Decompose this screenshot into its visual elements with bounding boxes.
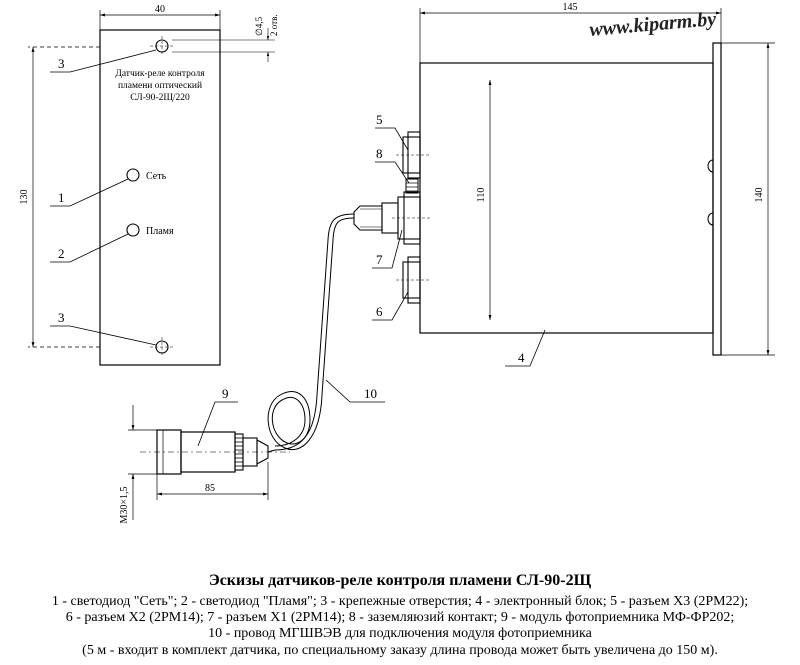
led-net-label: Сеть bbox=[146, 171, 167, 182]
sensor-thread-dim: М30×1,5 bbox=[119, 486, 130, 523]
front-panel: 40 130 ∅4,5 2 отв. Датчик-реле контроля … bbox=[19, 4, 279, 366]
caption-line-1: 1 - светодиод "Сеть"; 2 - светодиод "Пла… bbox=[51, 594, 749, 609]
caption-line-2: 6 - разъем Х2 (2РМ14); 7 - разъем Х1 (2Р… bbox=[65, 610, 735, 625]
block-body bbox=[419, 62, 714, 334]
callout-10-leader bbox=[325, 379, 385, 403]
panel-width-dim: 40 bbox=[155, 4, 165, 15]
technical-drawing: www.kiparm.by 40 130 ∅4,5 2 отв. Датчик-… bbox=[19, 2, 775, 524]
led-net bbox=[126, 168, 140, 182]
led-flame-label: Пламя bbox=[146, 226, 174, 237]
callout-10: 10 bbox=[364, 386, 377, 401]
caption-title: Эскизы датчиков-реле контроля пламени СЛ… bbox=[208, 572, 592, 589]
panel-label-line1: Датчик-реле контроля bbox=[115, 69, 205, 79]
callout-5: 5 bbox=[376, 112, 383, 127]
caption-line-4: (5 м - входит в комплект датчика, по спе… bbox=[82, 643, 718, 658]
panel-label-line2: пламени оптический bbox=[118, 80, 202, 91]
block-length-dim: 145 bbox=[563, 2, 578, 13]
block-callouts: 5 8 7 6 4 bbox=[372, 112, 546, 367]
connector-x2 bbox=[396, 256, 430, 304]
photoreceiver-module: 85 М30×1,5 bbox=[119, 405, 290, 524]
cable-plug bbox=[353, 202, 399, 234]
panel-height-dim: 130 bbox=[19, 190, 30, 205]
callout-4: 4 bbox=[518, 350, 525, 365]
callout-8: 8 bbox=[376, 146, 383, 161]
callout-3-top: 3 bbox=[58, 56, 65, 71]
callout-7: 7 bbox=[376, 252, 383, 267]
hole-count-dim: 2 отв. bbox=[269, 14, 279, 36]
callout-9: 9 bbox=[222, 386, 229, 401]
cable bbox=[267, 213, 355, 451]
grounding-contact bbox=[405, 178, 419, 194]
callout-6: 6 bbox=[376, 304, 383, 319]
block-flange-height-dim: 140 bbox=[754, 188, 765, 203]
callout-1: 1 bbox=[58, 190, 65, 205]
panel-outline bbox=[99, 29, 221, 366]
caption-line-3: 10 - провод МГШВЭВ для подключения модул… bbox=[208, 626, 592, 641]
panel-callouts: 3 1 2 3 bbox=[50, 49, 157, 346]
callout-9-leader bbox=[197, 401, 238, 447]
callout-2: 2 bbox=[58, 246, 65, 261]
sensor-length-dim: 85 bbox=[205, 483, 215, 494]
block-body-height-dim: 110 bbox=[476, 188, 487, 203]
electronic-block: 145 110 140 bbox=[353, 2, 775, 356]
panel-label-line3: СЛ-90-2Щ/220 bbox=[130, 93, 190, 103]
hole-diameter-dim: ∅4,5 bbox=[254, 16, 264, 36]
connector-x3 bbox=[396, 131, 430, 179]
callout-3-bottom: 3 bbox=[58, 310, 65, 325]
led-flame bbox=[126, 223, 140, 237]
block-flange bbox=[712, 42, 722, 356]
